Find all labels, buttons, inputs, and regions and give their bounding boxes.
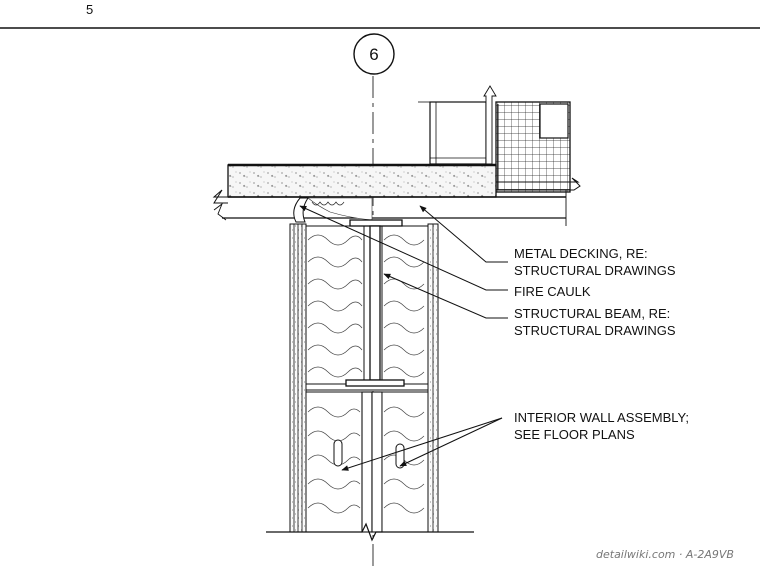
watermark: detailwiki.com · A-2A9VB xyxy=(596,548,734,561)
callout-fire-caulk: FIRE CAULK xyxy=(514,284,591,299)
wall-right-finish xyxy=(427,223,439,533)
masonry-block xyxy=(495,101,571,193)
callout-interior-wall-line-1: INTERIOR WALL ASSEMBLY; xyxy=(514,410,689,425)
callout-interior-wall-line-2: SEE FLOOR PLANS xyxy=(514,427,635,442)
callout-structural-beam-line-2: STRUCTURAL DRAWINGS xyxy=(514,323,676,338)
wall-break-bottom xyxy=(266,522,474,542)
callout-structural-beam: STRUCTURAL BEAM, RE: STRUCTURAL DRAWINGS xyxy=(514,306,676,338)
leader-wall-right xyxy=(399,417,503,467)
metal-deck xyxy=(213,190,567,226)
concrete-slab xyxy=(227,163,497,198)
callout-metal-decking-line-1: METAL DECKING, RE: xyxy=(514,246,648,261)
upper-insulation xyxy=(305,225,429,385)
leaders xyxy=(299,205,508,471)
leader-structural-beam xyxy=(383,273,508,319)
page-number: 5 xyxy=(86,2,93,17)
grid-bubble-label: 6 xyxy=(369,45,378,64)
leader-wall-left xyxy=(341,417,503,471)
structural-beam xyxy=(345,219,405,387)
callout-fire-caulk-line-1: FIRE CAULK xyxy=(514,284,591,299)
grid-bubble: 6 xyxy=(353,33,395,75)
wall-left-finish xyxy=(289,223,307,533)
leader-metal-decking xyxy=(419,205,508,263)
upper-framing xyxy=(418,85,497,165)
callout-interior-wall: INTERIOR WALL ASSEMBLY; SEE FLOOR PLANS xyxy=(514,410,689,442)
callout-structural-beam-line-1: STRUCTURAL BEAM, RE: xyxy=(514,306,670,321)
slab-break-left xyxy=(212,189,228,204)
callout-metal-decking-line-2: STRUCTURAL DRAWINGS xyxy=(514,263,676,278)
lower-studs xyxy=(305,389,429,533)
callout-metal-decking: METAL DECKING, RE: STRUCTURAL DRAWINGS xyxy=(514,246,676,278)
leader-fire-caulk xyxy=(299,205,508,291)
slab-break-right xyxy=(496,177,581,191)
